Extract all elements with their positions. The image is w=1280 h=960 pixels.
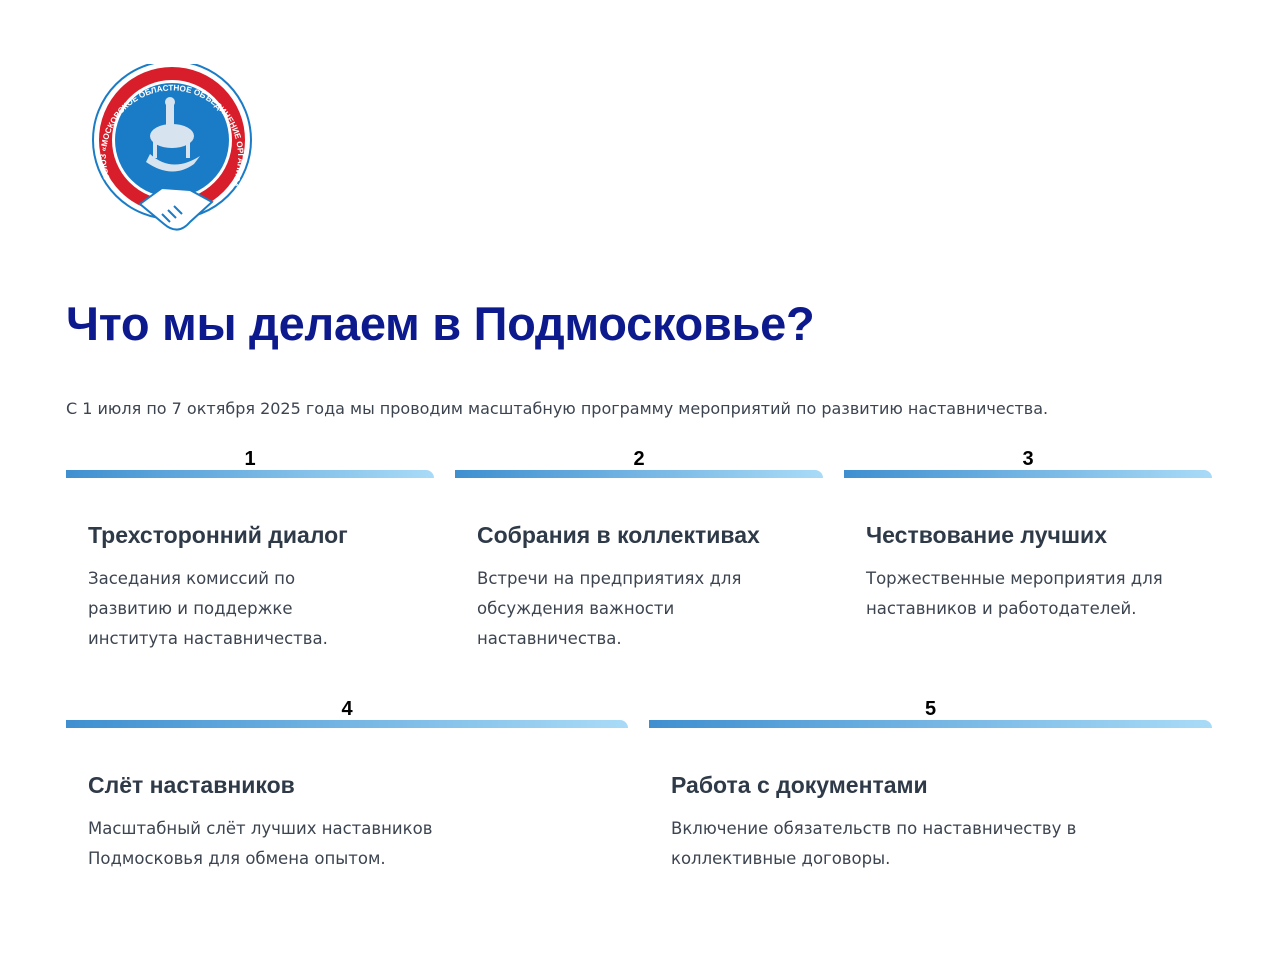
page-subtitle: С 1 июля по 7 октября 2025 года мы прово…	[66, 399, 1049, 418]
card-description: Встречи на предприятиях для обсуждения в…	[477, 569, 742, 648]
card-accent-bar	[844, 470, 1212, 478]
card-accent-bar	[66, 470, 434, 478]
activity-card-4: 4 Слёт наставников Масштабный слёт лучши…	[66, 698, 628, 898]
card-accent-bar	[455, 470, 823, 478]
card-description: Масштабный слёт лучших наставников Подмо…	[88, 819, 433, 868]
activity-card-5: 5 Работа с документами Включение обязате…	[649, 698, 1212, 898]
card-title: Чествование лучших	[866, 522, 1107, 548]
card-title: Трехсторонний диалог	[88, 522, 348, 548]
card-number: 5	[924, 698, 937, 720]
activity-card-2: 2 Собрания в коллективах Встречи на пред…	[455, 448, 823, 668]
card-description: Заседания комиссий по развитию и поддерж…	[88, 569, 328, 648]
card-description: Торжественные мероприятия для наставнико…	[866, 569, 1163, 618]
card-accent-bar	[649, 720, 1212, 728]
card-title: Работа с документами	[671, 772, 928, 798]
card-number: 3	[1022, 448, 1034, 470]
page-title: Что мы делаем в Подмосковье?	[66, 297, 815, 350]
card-title: Слёт наставников	[88, 772, 295, 798]
activity-card-1: 1 Трехсторонний диалог Заседания комисси…	[66, 448, 434, 668]
card-number: 4	[341, 698, 353, 720]
card-title: Собрания в коллективах	[477, 522, 760, 548]
card-accent-bar	[66, 720, 628, 728]
organization-emblem-logo: СОЮЗ «МОСКОВСКОЕ ОБЛАСТНОЕ ОБЪЕДИНЕНИЕ О…	[86, 55, 254, 242]
activity-card-3: 3 Чествование лучших Торжественные мероп…	[844, 448, 1212, 668]
card-number: 1	[244, 448, 256, 470]
card-description: Включение обязательств по наставничеству…	[671, 819, 1077, 868]
card-number: 2	[633, 448, 645, 470]
